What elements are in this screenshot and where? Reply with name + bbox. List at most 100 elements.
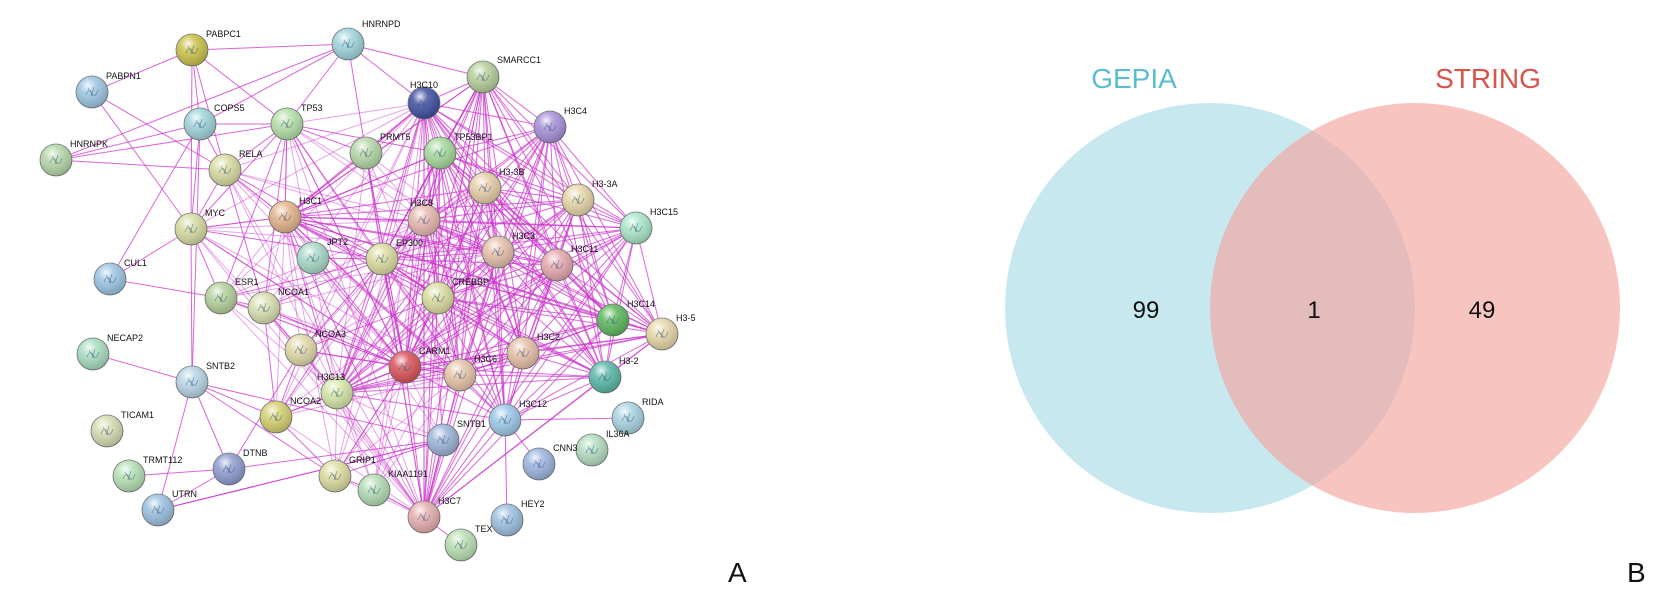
network-edge — [275, 219, 425, 418]
network-edge — [336, 392, 375, 491]
network-edge — [284, 76, 484, 218]
network-edge — [381, 258, 406, 368]
node-label: H3C7 — [438, 496, 461, 506]
network-edge — [381, 199, 579, 260]
network-edge — [190, 102, 425, 230]
node-label: H3C4 — [564, 106, 587, 116]
network-edge — [284, 216, 406, 368]
network-edge — [404, 227, 637, 368]
network-edge — [284, 76, 484, 218]
network-edge — [404, 227, 637, 368]
structure-icon — [417, 97, 431, 108]
panel-label-a: A — [728, 557, 747, 588]
network-edge — [365, 152, 383, 260]
network-edge — [381, 258, 425, 518]
network-edge — [286, 123, 406, 368]
structure-icon — [433, 147, 447, 158]
venn-circle-string — [1210, 103, 1620, 513]
network-edge — [439, 152, 637, 229]
network-edge — [91, 91, 226, 171]
network-edge — [482, 76, 579, 201]
network-edge — [336, 333, 663, 394]
network-edge — [275, 258, 383, 418]
network-edge — [423, 199, 579, 221]
node-utrn: UTRN — [141, 489, 197, 527]
network-edge — [109, 278, 222, 299]
network-edge — [482, 76, 486, 189]
venn-count-gepia-only: 99 — [1133, 297, 1160, 324]
node-h3c7: H3C7 — [407, 496, 461, 534]
network-edge — [286, 102, 425, 125]
network-edge — [423, 419, 506, 518]
node-pabpn1: PABPN1 — [75, 71, 141, 109]
network-edge — [423, 102, 499, 253]
structure-icon — [151, 504, 165, 515]
structure-icon — [49, 154, 63, 165]
network-edge — [284, 216, 439, 299]
network-edge — [334, 219, 425, 477]
node-h3c1: H3C1 — [268, 196, 322, 234]
network-edge — [220, 297, 425, 518]
node-label: SNTB2 — [206, 361, 235, 371]
network-edge — [336, 392, 425, 518]
network-edge — [423, 102, 614, 321]
network-edge — [504, 227, 637, 421]
structure-icon — [341, 38, 355, 49]
node-label: H3C13 — [317, 372, 345, 382]
network-edge — [459, 227, 637, 376]
node-cul1: CUL1 — [93, 258, 147, 296]
venn-title-string: STRING — [1435, 63, 1541, 94]
network-edge — [381, 152, 441, 260]
node-label: H3-5 — [676, 313, 696, 323]
network-edge — [459, 374, 606, 378]
network-edge — [504, 319, 614, 421]
network-edge — [497, 126, 551, 253]
node-label: NECAP2 — [107, 333, 143, 343]
node-sntb1: SNTB1 — [426, 419, 486, 457]
network-edge — [336, 333, 663, 394]
network-edge — [459, 76, 484, 376]
node-myc: MYC — [174, 208, 226, 246]
node-label: ESR1 — [235, 277, 259, 287]
network-edge — [423, 219, 637, 229]
network-edge — [439, 152, 499, 253]
network-edge — [437, 76, 484, 299]
structure-icon — [476, 71, 490, 82]
node-label: NCOA1 — [278, 287, 309, 297]
structure-icon — [500, 514, 514, 525]
network-edge — [404, 76, 484, 368]
structure-icon — [306, 252, 320, 263]
network-edge — [220, 216, 286, 299]
structure-icon — [491, 246, 505, 257]
node-label: CUL1 — [124, 258, 147, 268]
network-edge — [336, 227, 637, 394]
network-edge — [482, 76, 579, 201]
network-edge — [92, 353, 193, 383]
network-edge — [482, 76, 606, 378]
network-edge — [109, 123, 201, 280]
network-edge — [284, 152, 441, 218]
network-edge — [381, 251, 499, 260]
node-label: H3C12 — [519, 399, 547, 409]
network-edge — [300, 102, 425, 351]
network-edge — [482, 76, 637, 229]
node-il36a: IL36A — [575, 429, 630, 467]
network-edge — [423, 264, 558, 518]
network-edge — [423, 264, 558, 518]
venn-count-string-only: 49 — [1469, 297, 1496, 324]
structure-icon — [621, 412, 635, 423]
node-h3c6: H3C6 — [443, 354, 497, 392]
network-edge — [423, 352, 524, 518]
network-edge — [91, 49, 193, 93]
network-edge — [336, 251, 499, 394]
network-edge — [439, 126, 551, 154]
network-edge — [220, 251, 499, 299]
node-label: HNRNPD — [362, 19, 401, 29]
network-edge — [336, 297, 439, 394]
node-hnrnpk: HNRNPK — [39, 139, 108, 177]
node-label: NCOA3 — [315, 329, 346, 339]
node-label: MYC — [205, 208, 226, 218]
network-edge — [437, 126, 551, 299]
structure-icon — [257, 302, 271, 313]
network-edge — [300, 251, 499, 351]
